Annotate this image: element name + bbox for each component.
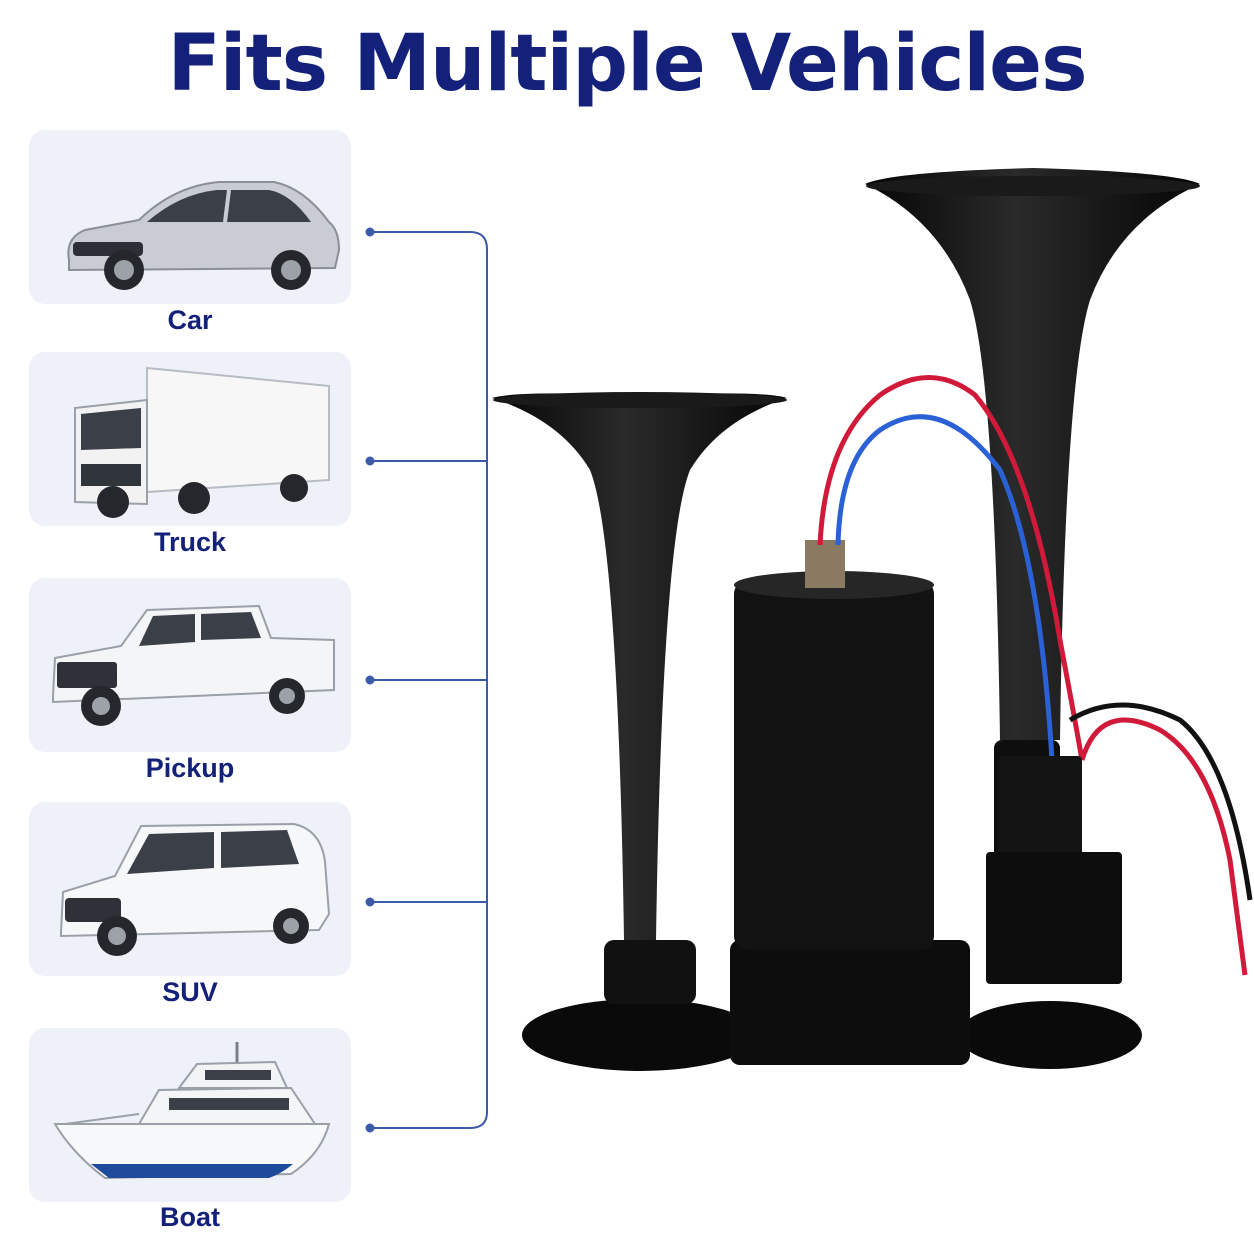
box-truck-icon <box>74 366 330 518</box>
yacht-boat-icon <box>53 1042 331 1180</box>
connector-dot <box>365 1123 375 1133</box>
vehicle-card-car <box>29 130 351 304</box>
vehicle-label-pickup: Pickup <box>145 753 235 783</box>
suv-icon <box>60 822 331 956</box>
connector-dot <box>365 675 375 685</box>
connector-dot <box>365 456 375 466</box>
pickup-truck-icon <box>52 604 335 726</box>
vehicle-card-pickup <box>29 578 351 752</box>
vehicle-label-suv: SUV <box>162 977 218 1007</box>
vehicle-label-truck: Truck <box>153 527 227 557</box>
vehicle-card-truck <box>29 352 351 526</box>
vehicle-label-boat: Boat <box>160 1202 220 1232</box>
connector-dot <box>365 227 375 237</box>
vehicle-card-boat <box>29 1028 351 1202</box>
connector-dot <box>365 897 375 907</box>
vehicle-card-suv <box>29 802 351 976</box>
page-title: Fits Multiple Vehicles <box>167 19 1088 109</box>
sedan-car-icon <box>67 181 341 290</box>
vehicle-label-car: Car <box>167 305 213 335</box>
